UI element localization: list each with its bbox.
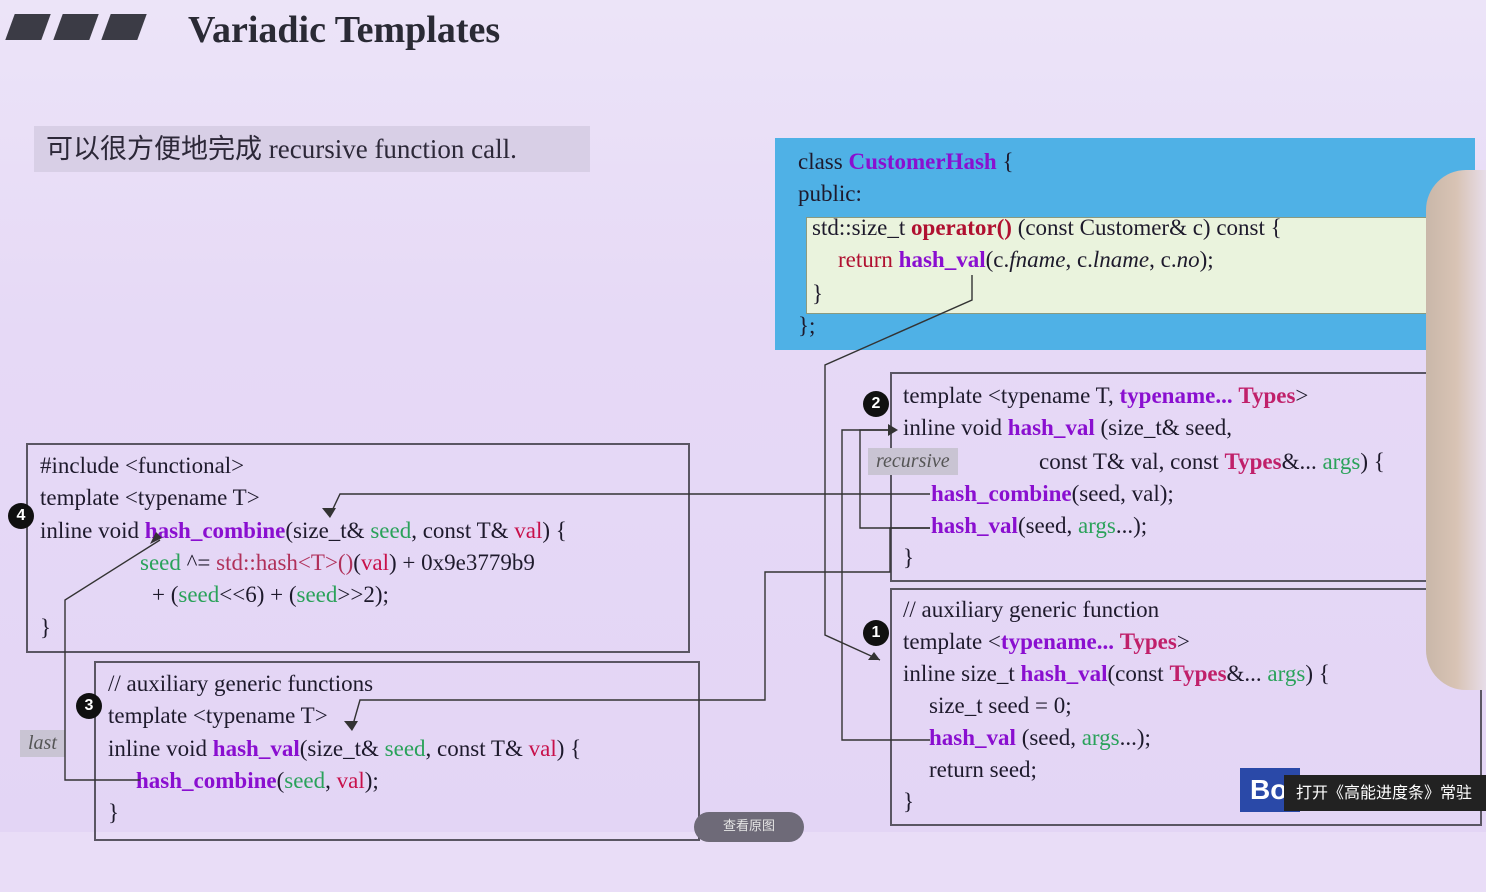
promo-ticker[interactable]: 打开《高能进度条》常驻 (1284, 775, 1486, 811)
step-badge-1: 1 (863, 620, 889, 646)
call-flow-arrows (64, 275, 973, 781)
hash-combine-code: #include <functional> template <typename… (40, 450, 567, 706)
code-line: template <typename T> (40, 485, 260, 510)
hash-combine-box (26, 443, 690, 653)
code-line: inline void hash_val(size_t& seed, const… (108, 736, 582, 761)
arrowhead (344, 721, 358, 731)
hash-val-last-code: // auxiliary generic functions template … (108, 668, 581, 892)
arrow-recursive-to-combine (329, 493, 930, 516)
arrow-last-to-combine (64, 539, 161, 781)
code-line: template <typename... Types> (903, 629, 1190, 654)
slide: Variadic Templates 可以很方便地完成 recursive fu… (0, 0, 1486, 842)
code-line: hash_combine(seed, val); (931, 481, 1174, 506)
step-badge-2: 2 (863, 391, 889, 417)
code-line: } (903, 789, 915, 814)
code-line: inline size_t hash_val(const Types&... a… (903, 661, 1330, 686)
arrow-recursive-to-last (351, 527, 930, 729)
code-line: inline void hash_val (size_t& seed, (903, 415, 1233, 440)
arrowhead (322, 508, 336, 518)
code-line: } (40, 615, 52, 640)
last-tag: last (20, 730, 65, 757)
hash-val-recursive-code: template <typename T, typename... Types>… (903, 380, 1385, 636)
arrow-recursive-self (859, 429, 930, 529)
code-line: template <typename T, typename... Types> (903, 383, 1309, 408)
code-line: } (903, 545, 915, 570)
code-line: class CustomerHash { (798, 149, 1014, 174)
code-line: return hash_val(c.fname, c.lname, c.no); (838, 247, 1214, 272)
code-comment: // auxiliary generic functions (108, 671, 374, 696)
code-line: std::size_t operator() (const Customer& … (812, 215, 1282, 240)
view-original-button[interactable]: 查看原图 (694, 812, 804, 842)
presenter-figure (1426, 170, 1486, 690)
code-line: seed ^= std::hash<T>()(val) + 0x9e3779b9 (140, 550, 535, 575)
code-line: public: (798, 181, 862, 206)
code-line: }; (798, 313, 816, 338)
slide-subtitle: 可以很方便地完成 recursive function call. (34, 126, 590, 172)
step-badge-4: 4 (8, 503, 34, 529)
code-line: template <typename T> (108, 703, 328, 728)
class-code: class CustomerHash { public: std::size_t… (798, 146, 1282, 402)
code-line: const T& val, const Types&... args) { (1039, 449, 1385, 474)
code-line: + (seed<<6) + (seed>>2); (152, 582, 389, 607)
code-line: hash_val(seed, args...); (931, 513, 1148, 538)
operator-highlight-box (806, 217, 1436, 314)
recursive-tag: recursive (868, 448, 958, 475)
code-line: hash_val (seed, args...); (929, 725, 1151, 750)
code-line: size_t seed = 0; (929, 693, 1072, 718)
arrowhead (150, 532, 162, 544)
arrowhead (888, 424, 898, 436)
code-line: } (812, 281, 824, 306)
arrow-entry-to-recursive (841, 429, 930, 741)
arrowhead (868, 652, 880, 660)
arrow-class-to-entry (824, 275, 973, 661)
slide-title: Variadic Templates (188, 9, 501, 51)
hash-val-entry-code: // auxiliary generic function template <… (903, 594, 1330, 882)
code-line: return seed; (929, 757, 1037, 782)
code-comment: // auxiliary generic function (903, 597, 1160, 622)
code-line: } (108, 800, 120, 825)
code-line: #include <functional> (40, 453, 245, 478)
hash-val-entry-box (890, 588, 1482, 826)
code-line: hash_combine(seed, val); (136, 768, 379, 793)
code-line: inline void hash_combine(size_t& seed, c… (40, 518, 567, 543)
step-badge-3: 3 (76, 693, 102, 719)
